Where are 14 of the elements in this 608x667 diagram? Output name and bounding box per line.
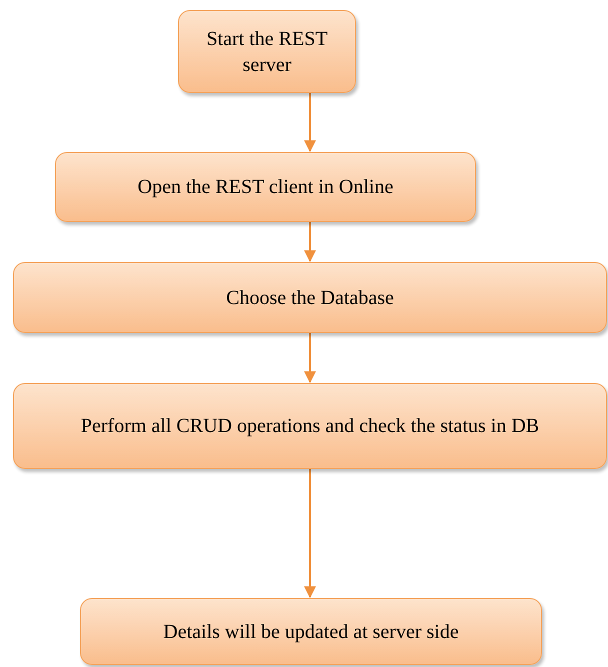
process-box bbox=[80, 598, 542, 665]
process-box bbox=[13, 383, 607, 469]
step-text: Perform all CRUD operations and check the status in DB bbox=[80, 414, 540, 439]
arrow bbox=[304, 93, 316, 152]
arrow bbox=[304, 469, 316, 598]
process-box bbox=[55, 152, 476, 222]
step-text: Open the REST client in Online bbox=[138, 175, 394, 200]
arrow bbox=[304, 222, 316, 262]
step-text: Details will be updated at server side bbox=[163, 620, 459, 644]
process-box bbox=[178, 10, 356, 93]
process-box bbox=[13, 262, 607, 333]
step-text: Start the REST server bbox=[205, 26, 329, 78]
step-text: Choose the Database bbox=[226, 286, 394, 310]
arrow bbox=[304, 333, 316, 384]
